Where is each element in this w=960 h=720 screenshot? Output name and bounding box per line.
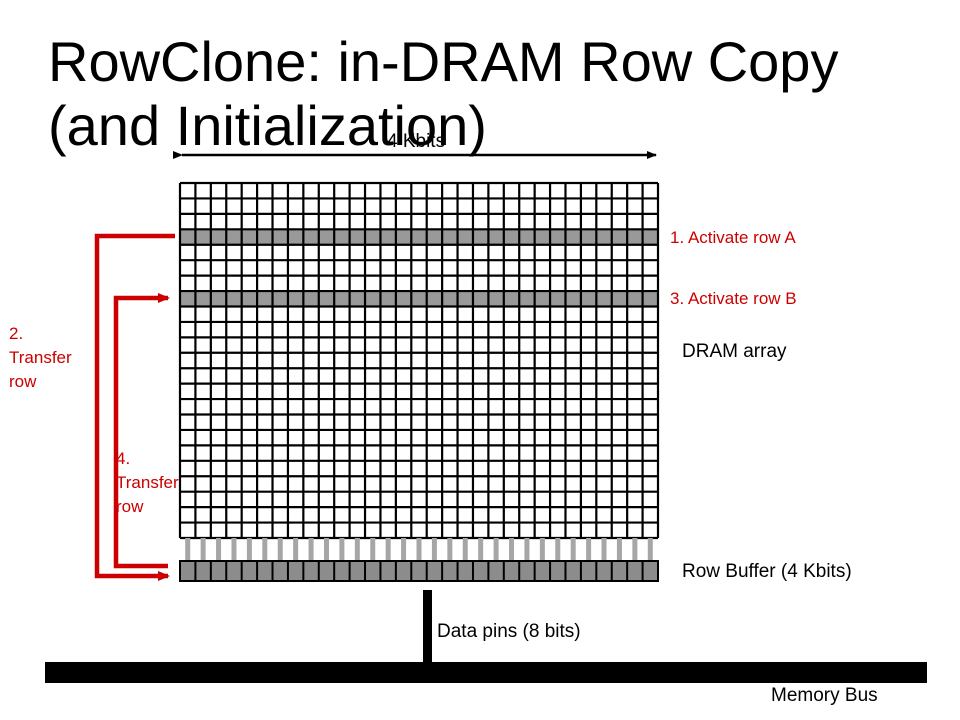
bitline — [601, 538, 607, 561]
transfer-arrow-b-path — [113, 293, 170, 569]
bitline — [524, 538, 530, 561]
data-pins-line — [423, 590, 432, 662]
bitline — [293, 538, 299, 561]
step-4-line-3: row — [116, 497, 144, 516]
memory-bus — [45, 662, 927, 683]
step-4-line-2: Transfer — [116, 473, 179, 492]
memory-bus-label: Memory Bus — [771, 685, 878, 706]
bitline — [277, 538, 283, 561]
width-label: 4 Kbits — [387, 131, 446, 152]
row-buffer — [179, 560, 659, 582]
step-1-label: 1. Activate row A — [670, 228, 796, 247]
row-buffer-body — [179, 560, 659, 582]
dram-array-grid — [178, 181, 660, 540]
title-line-1: RowClone: in-DRAM Row Copy — [48, 30, 839, 93]
bitline — [246, 538, 252, 561]
step-4-label: 4. Transfer row — [116, 447, 179, 519]
bitline — [509, 538, 515, 561]
bitline — [308, 538, 314, 561]
bitline — [370, 538, 376, 561]
bitline — [632, 538, 638, 561]
data-pins-label: Data pins (8 bits) — [437, 621, 581, 642]
bitline — [416, 538, 422, 561]
bitline — [586, 538, 592, 561]
bitline — [616, 538, 622, 561]
step-2-line-2: Transfer — [9, 348, 72, 367]
bitline — [539, 538, 545, 561]
bitline — [385, 538, 391, 561]
row-a-highlight — [180, 229, 658, 245]
bitline — [647, 538, 653, 561]
row-buffer-label: Row Buffer (4 Kbits) — [682, 561, 852, 582]
step-2-label: 2. Transfer row — [9, 322, 72, 394]
bitline — [478, 538, 484, 561]
step-3-label: 3. Activate row B — [670, 289, 797, 308]
title-line-2: (and Initialization) — [48, 94, 487, 157]
bitline-connectors — [185, 538, 653, 561]
step-2-line-3: row — [9, 372, 37, 391]
step-2-line-1: 2. — [9, 324, 24, 343]
bitline — [462, 538, 468, 561]
bitline — [431, 538, 437, 561]
bitline — [200, 538, 206, 561]
bitline — [555, 538, 561, 561]
bitline — [570, 538, 576, 561]
bitline — [262, 538, 268, 561]
bitline — [339, 538, 345, 561]
bitline — [323, 538, 329, 561]
bitline — [216, 538, 222, 561]
bitline — [493, 538, 499, 561]
bitline — [231, 538, 237, 561]
bitline — [185, 538, 191, 561]
row-b-highlight — [180, 291, 658, 307]
bitline — [354, 538, 360, 561]
bitline — [447, 538, 453, 561]
slide-title: RowClone: in-DRAM Row Copy (and Initiali… — [48, 30, 928, 158]
bitline — [401, 538, 407, 561]
dram-array-label: DRAM array — [682, 341, 787, 362]
step-4-line-1: 4. — [116, 449, 131, 468]
transfer-arrow-a — [94, 233, 175, 581]
